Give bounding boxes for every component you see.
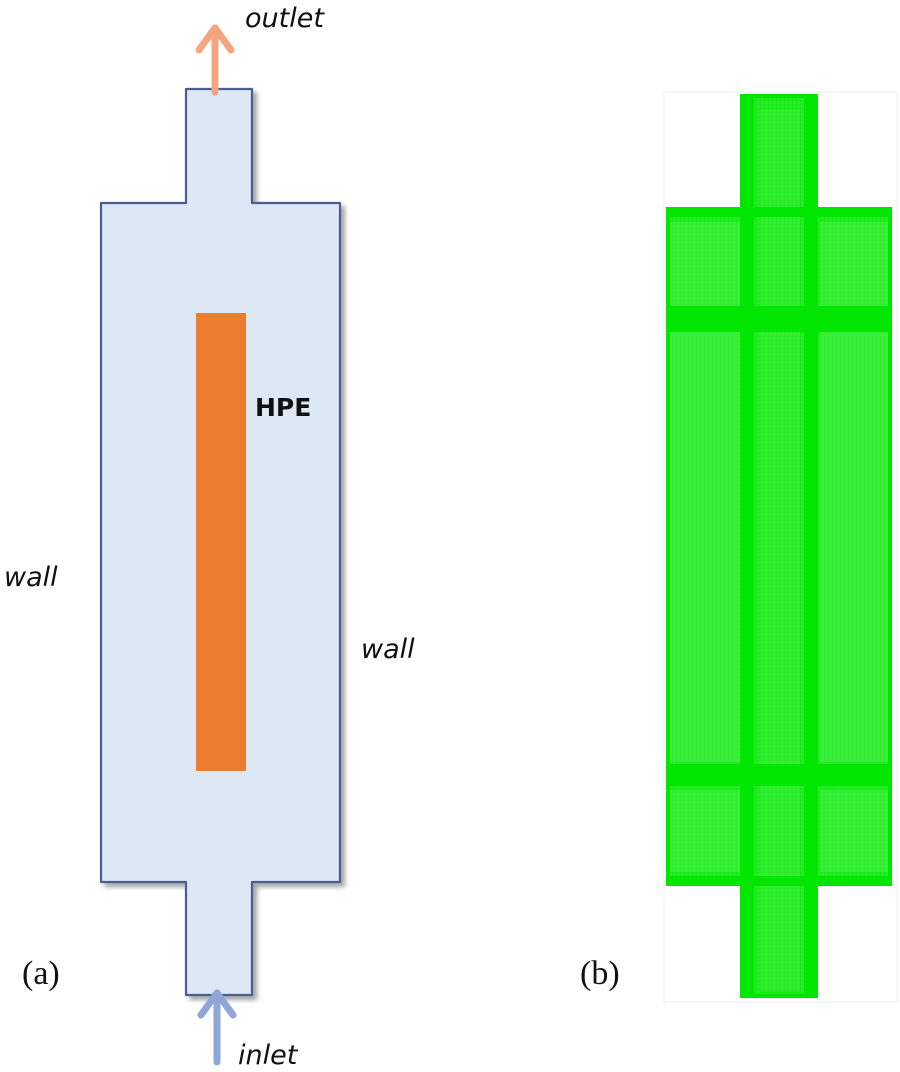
mesh-view: (b): [580, 91, 898, 1003]
outlet-label: outlet: [245, 3, 325, 34]
outlet-arrow-icon: [195, 24, 235, 96]
hpe-element: [196, 313, 246, 771]
hpe-label: HPE: [255, 393, 311, 422]
wall-label-left: wall: [4, 562, 58, 593]
wall-label-right: wall: [361, 634, 415, 665]
inlet-arrow-icon: [197, 989, 237, 1066]
panel-b-label: (b): [580, 955, 620, 992]
mesh-refinement-lines: [666, 94, 892, 998]
panel-a-label: (a): [22, 955, 60, 992]
geometry-schematic: outlet inlet wall wall HPE (a): [4, 3, 415, 1071]
inlet-label: inlet: [238, 1040, 299, 1071]
